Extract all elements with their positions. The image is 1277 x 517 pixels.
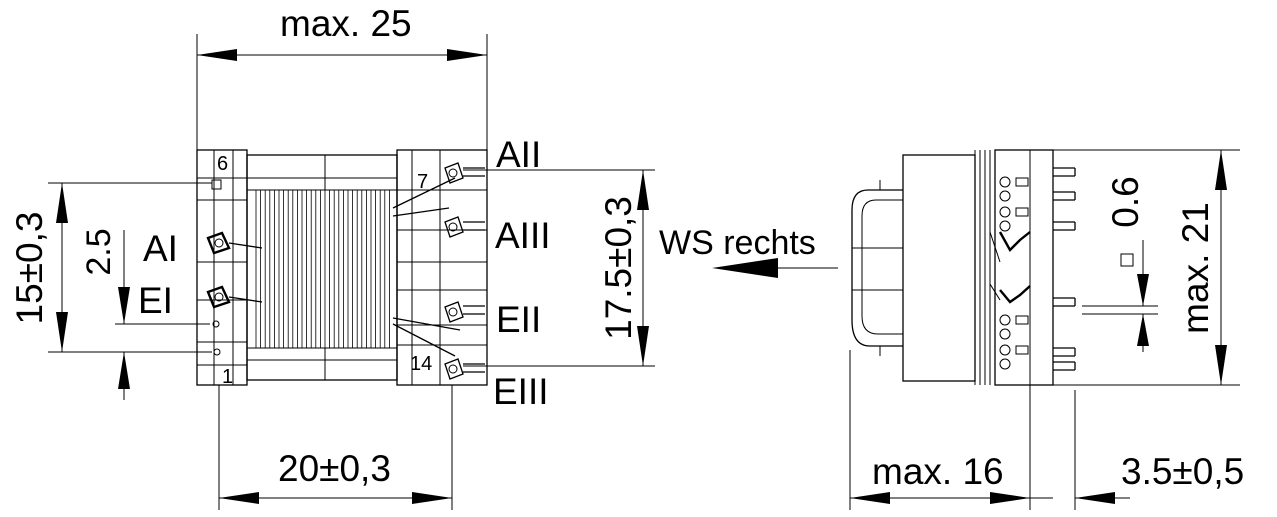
winding-label-eiii: EIII xyxy=(493,371,549,412)
side-pins xyxy=(1053,167,1076,371)
winding-label-ei: EI xyxy=(138,280,173,321)
dimension-label-side-height: max. 21 xyxy=(1175,202,1216,334)
dimension-label-pin-size: 0.6 xyxy=(1105,176,1146,227)
side-core xyxy=(902,154,976,382)
dimension-label-left: 15±0,3 xyxy=(9,212,50,325)
dimension-label-side-depth: max. 16 xyxy=(872,451,1004,492)
front-view: 6 1 7 14 AI EI AII AIII EII EIII xyxy=(138,134,551,412)
dimension-label-bottom: 20±0,3 xyxy=(278,448,391,489)
pin-14-label: 14 xyxy=(410,353,432,375)
dimension-pin-size: 0.6 xyxy=(1082,176,1158,352)
winding-label-aiii: AIII xyxy=(495,215,551,256)
view-direction-arrow: WS rechts xyxy=(659,224,838,278)
winding-label-aii: AII xyxy=(496,134,541,175)
dimension-top-width: max. 25 xyxy=(196,3,488,150)
coil-winding xyxy=(255,190,390,348)
dimension-label-right: 17.5±0,3 xyxy=(598,196,639,340)
pin-6-label: 6 xyxy=(217,153,228,175)
left-flange xyxy=(196,149,248,386)
side-pin-circles xyxy=(999,176,1029,370)
right-pins xyxy=(444,162,485,380)
side-flange xyxy=(994,149,1054,386)
dimension-side-height: max. 21 xyxy=(1053,149,1240,386)
dimension-side-pin-length: 3.5±0,5 xyxy=(1030,390,1244,510)
side-view xyxy=(851,149,1076,386)
dimension-bottom-pitch: 20±0,3 xyxy=(218,385,453,510)
winding-label-ai: AI xyxy=(143,228,178,269)
dimension-right-span: 17.5±0,3 xyxy=(463,169,655,367)
dimension-left-pitch: 2.5 xyxy=(80,228,210,400)
pin-1-label: 1 xyxy=(222,366,233,388)
dimension-side-depth: max. 16 xyxy=(849,350,1031,510)
pin-7-label: 7 xyxy=(417,171,428,193)
dimension-label-side-pin: 3.5±0,5 xyxy=(1121,451,1244,492)
lead-wires xyxy=(228,177,461,357)
left-pins xyxy=(206,231,231,309)
square-symbol-icon xyxy=(1120,253,1134,267)
view-direction-label: WS rechts xyxy=(659,224,816,262)
dimension-label-pitch: 2.5 xyxy=(80,228,118,275)
winding-label-eii: EII xyxy=(496,299,541,340)
right-flange xyxy=(396,149,488,386)
dimension-label-top: max. 25 xyxy=(280,3,412,44)
